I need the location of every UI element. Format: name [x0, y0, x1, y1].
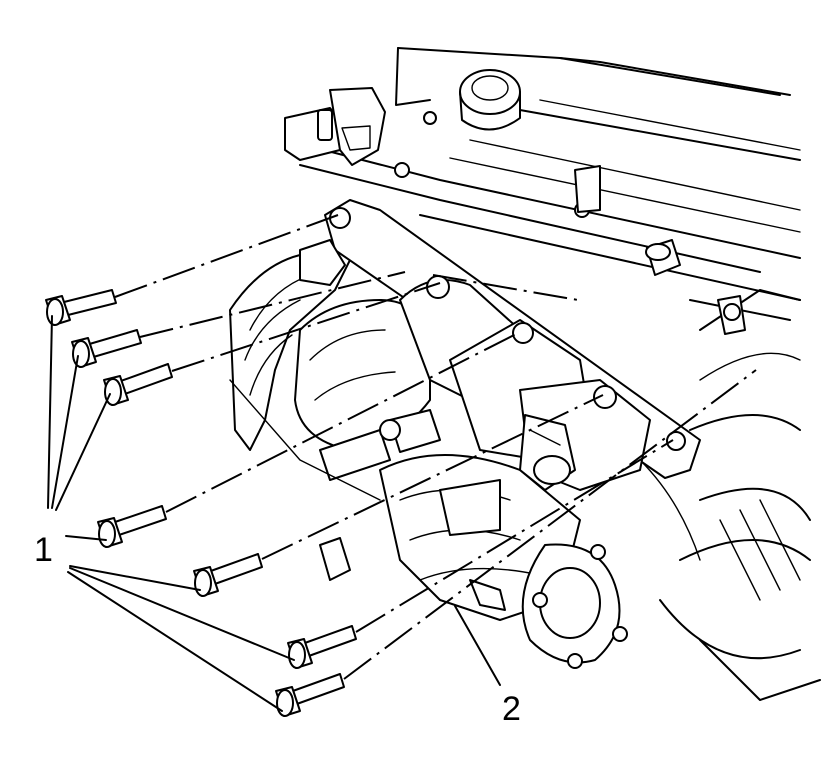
- leader-lines-callout-1: [47, 315, 295, 712]
- manifold-bolts: [45, 289, 357, 717]
- bolt-centerlines: [114, 214, 757, 680]
- bolt: [287, 625, 357, 669]
- bolt: [71, 329, 142, 368]
- exhaust-manifold: [229, 199, 701, 669]
- leader-line-callout-2: [454, 605, 501, 686]
- bolt: [45, 289, 117, 326]
- bolt: [97, 505, 167, 548]
- bolt: [193, 553, 263, 597]
- bolt: [275, 673, 345, 717]
- heat-shield: [229, 239, 361, 451]
- bolt: [103, 363, 173, 406]
- callout-1-label: 1: [34, 531, 53, 569]
- cylinder-head: [284, 47, 821, 701]
- callout-2-label: 2: [502, 690, 521, 728]
